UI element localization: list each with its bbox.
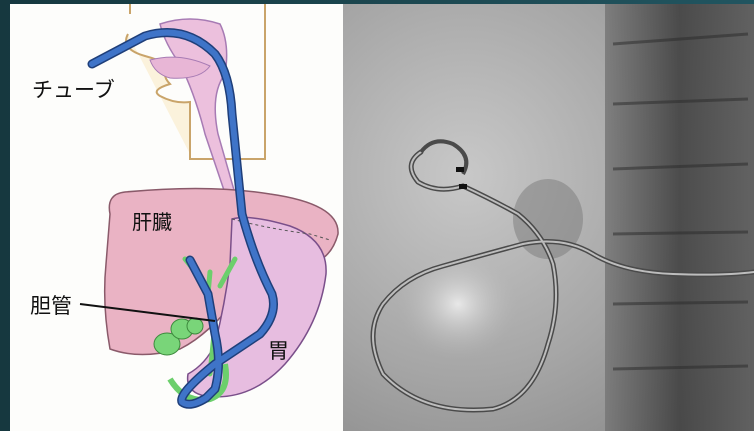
marker-2 bbox=[459, 184, 467, 189]
xray-drawing bbox=[343, 4, 754, 431]
stomach-label: 胃 bbox=[268, 341, 289, 362]
tube-label: チューブ bbox=[32, 80, 115, 101]
bowel-gas bbox=[398, 249, 518, 359]
anatomy-illustration: チューブ 肝臓 胆管 胃 bbox=[10, 4, 343, 431]
bile-duct-label: 胆管 bbox=[30, 296, 72, 317]
liver-label: 肝臓 bbox=[132, 212, 172, 232]
gallbladder-3 bbox=[187, 318, 203, 334]
xray-image bbox=[343, 4, 754, 431]
marker-1 bbox=[456, 167, 464, 172]
illustration-drawing bbox=[10, 4, 343, 431]
